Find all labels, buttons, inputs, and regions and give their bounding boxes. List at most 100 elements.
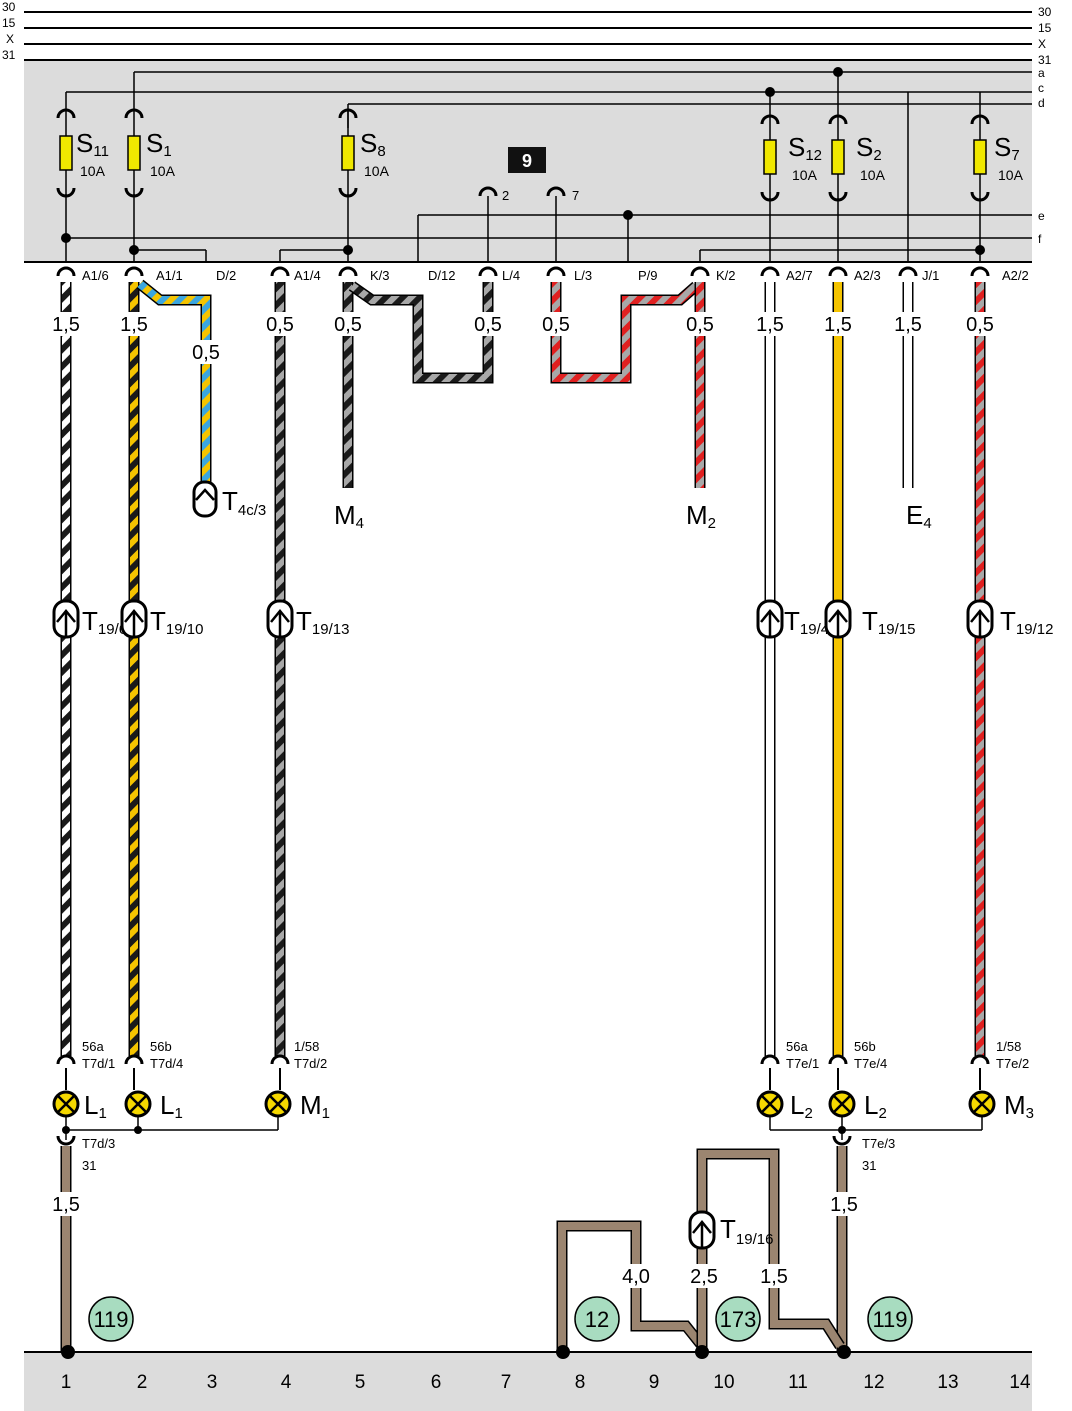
- return-junctions: [62, 1126, 846, 1134]
- fuse-label: S: [146, 128, 163, 158]
- connector-sub: 19/6: [98, 621, 127, 638]
- ground-func: 31: [82, 1158, 96, 1173]
- connector-t19-6: T19/6: [52, 599, 127, 639]
- wire-size: 1,5: [52, 314, 80, 336]
- rail-labels-left: 30 15 X 31: [2, 0, 16, 62]
- terminal-label: K/2: [716, 268, 736, 283]
- column-number: 7: [501, 1372, 512, 1393]
- lamp-sub: 2: [878, 1105, 886, 1122]
- connector-t19-4: T19/4: [756, 599, 829, 639]
- lamp-pin: T7e/2: [996, 1056, 1029, 1071]
- lamp-func: 56b: [854, 1039, 876, 1054]
- fuse-s1: S1 10A: [124, 108, 176, 198]
- lamp-pin: T7d/4: [150, 1056, 183, 1071]
- connector-sub: 19/16: [736, 1231, 774, 1248]
- fuse-sub: 7: [1011, 147, 1019, 164]
- connector-label: T: [784, 606, 800, 636]
- ground-pin: T7e/3: [862, 1136, 895, 1151]
- rail-label-right: 31: [1038, 53, 1052, 67]
- relay-pin: 7: [572, 188, 579, 203]
- wire-size: 1,5: [760, 1266, 788, 1288]
- svg-text:S1: S1: [146, 128, 172, 160]
- ground-point-number: 119: [93, 1307, 128, 1332]
- rail-label-right: 15: [1038, 21, 1052, 35]
- lamp-func: 56a: [786, 1039, 808, 1054]
- lamp-label: M: [300, 1090, 322, 1120]
- ground-ref-labels: M4 M2 E4: [334, 500, 932, 532]
- connector-t19-10: T19/10: [120, 599, 203, 639]
- svg-text:T19/12: T19/12: [1000, 606, 1053, 638]
- svg-text:T19/15: T19/15: [862, 606, 915, 638]
- svg-text:L2: L2: [790, 1090, 813, 1122]
- terminal-label: D/2: [216, 268, 236, 283]
- column-numbers: 1 2 3 4 5 6 7 8 9 10 11 12 13 14: [61, 1372, 1031, 1393]
- lamp-icon: M1: [264, 1068, 330, 1122]
- svg-text:S12: S12: [788, 132, 822, 164]
- supply-rails: [24, 11, 1032, 1353]
- column-number: 9: [649, 1372, 660, 1393]
- svg-text:S2: S2: [856, 132, 882, 164]
- column-number: 6: [431, 1372, 442, 1393]
- svg-text:T19/13: T19/13: [296, 606, 349, 638]
- fuse-rating: 10A: [860, 167, 886, 183]
- terminal-label: A2/2: [1002, 268, 1029, 283]
- svg-text:S7: S7: [994, 132, 1020, 164]
- fuse-sub: 11: [93, 143, 109, 160]
- wires: [60, 279, 986, 1056]
- ground-strip-background: [24, 1352, 1032, 1411]
- rail-label-left: 31: [2, 48, 16, 62]
- connector-label: T: [296, 606, 312, 636]
- terminal-label: K/3: [370, 268, 390, 283]
- top-terminal-labels: A1/6 A1/1 D/2 A1/4 K/3 D/12 L/4 L/3 P/9 …: [82, 268, 1029, 283]
- relay-9: 9 2 7: [478, 147, 579, 203]
- terminal-label: L/3: [574, 268, 592, 283]
- lamp-icon: L2: [756, 1068, 813, 1122]
- lamp-func: 56a: [82, 1039, 104, 1054]
- wire-size: 0,5: [686, 314, 714, 336]
- connector-label: T: [150, 606, 166, 636]
- ground-dots: [61, 1345, 851, 1359]
- ground-pin-sockets: [56, 1135, 852, 1146]
- lamp-pin: T7d/2: [294, 1056, 327, 1071]
- connector-t19-12: T19/12: [966, 599, 1053, 639]
- lamp-label: M: [1004, 1090, 1026, 1120]
- wire-size-labels-bottom: 1,5 4,0 2,5 1,5 1,5: [46, 1192, 864, 1288]
- wire-size: 0,5: [266, 314, 294, 336]
- rail-labels-right: 30 15 X 31 a c d e f: [1038, 5, 1052, 246]
- fuse-s2: S2 10A: [828, 114, 886, 202]
- fuse-label: S: [76, 128, 93, 158]
- rail-label-right: e: [1038, 209, 1045, 223]
- lamp-func: 1/58: [294, 1039, 319, 1054]
- lamp-func: 1/58: [996, 1039, 1021, 1054]
- fuse-sub: 12: [805, 147, 822, 164]
- rail-label-right: 30: [1038, 5, 1052, 19]
- terminal-label: A1/4: [294, 268, 321, 283]
- lamp-pin-labels: 56a T7d/1 56b T7d/4 1/58 T7d/2 56a T7e/1…: [82, 1039, 1029, 1071]
- svg-text:L2: L2: [864, 1090, 887, 1122]
- rail-label-right: c: [1038, 81, 1044, 95]
- wire-size: 2,5: [690, 1266, 718, 1288]
- connector-t19-13: T19/13: [266, 599, 349, 639]
- column-number: 10: [713, 1372, 734, 1393]
- column-number: 11: [788, 1372, 808, 1393]
- connector-label: T: [862, 606, 878, 636]
- fuse-label: S: [788, 132, 805, 162]
- wire-size: 1,5: [824, 314, 852, 336]
- ground-point-number: 12: [585, 1307, 609, 1332]
- column-number: 8: [575, 1372, 586, 1393]
- rail-label-left: 30: [2, 0, 16, 14]
- connector-label: T: [82, 606, 98, 636]
- svg-text:E4: E4: [906, 500, 932, 532]
- lamp-pin-sockets: [56, 1054, 990, 1065]
- wire-size: 0,5: [966, 314, 994, 336]
- connector-t19-16: T19/16: [688, 1210, 774, 1250]
- lamp-pin: T7e/1: [786, 1056, 819, 1071]
- connector-sub: 19/15: [878, 621, 916, 638]
- connector-label: T: [720, 1214, 736, 1244]
- wire-size: 1,5: [830, 1194, 858, 1216]
- ground-point-number: 173: [720, 1307, 757, 1332]
- t19-connectors: T19/6 T19/10 T19/13 T19/4 T19/15: [52, 599, 1053, 639]
- fuse-rating: 10A: [80, 163, 106, 179]
- connector-sub: 19/4: [800, 621, 829, 638]
